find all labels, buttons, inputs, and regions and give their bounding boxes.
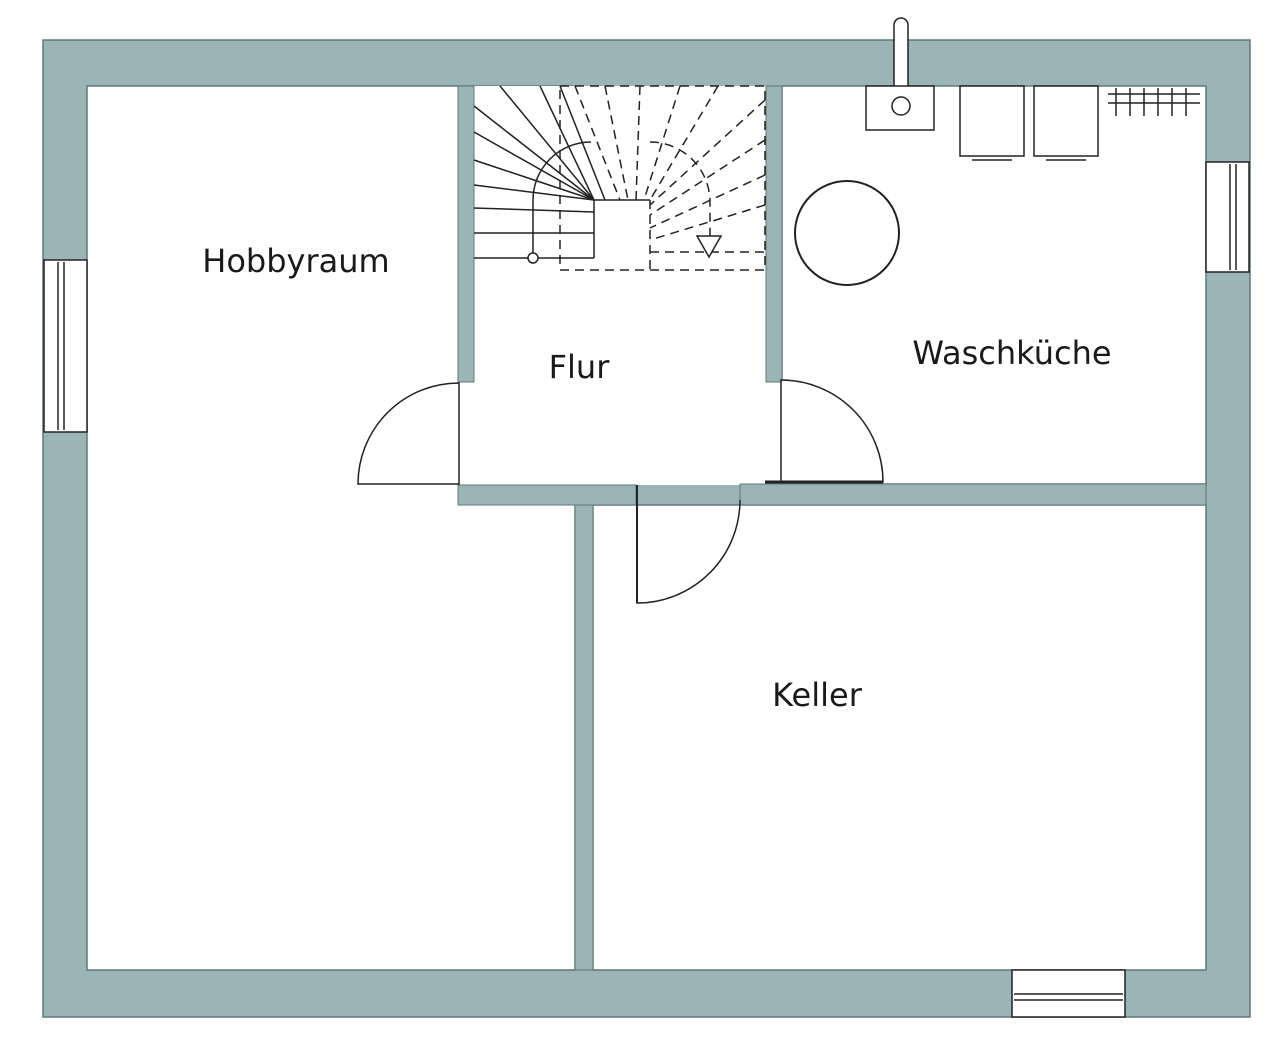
wall-hobby-flur [457, 85, 475, 383]
door-waschkueche [765, 379, 884, 484]
window-east [1205, 161, 1250, 273]
window-west [43, 259, 88, 433]
room-flur-corridor [459, 380, 781, 485]
dryer [1033, 85, 1099, 161]
wall-flur-wasch [765, 85, 783, 383]
wall-flur-bottom-right [739, 483, 1207, 506]
door-hobbyraum [357, 382, 460, 485]
label-keller: Keller [772, 676, 863, 714]
radiator-icon [1108, 88, 1200, 116]
water-tank [794, 180, 900, 286]
staircase [473, 85, 766, 271]
sink [865, 85, 935, 131]
wall-hobby-keller [574, 504, 594, 971]
label-hobbyraum: Hobbyraum [202, 242, 389, 280]
label-waschkueche: Waschküche [912, 334, 1111, 372]
room-keller-floor [592, 504, 1207, 971]
window-south [1011, 969, 1126, 1018]
label-flur: Flur [549, 348, 611, 386]
door-keller [636, 485, 741, 604]
wall-flur-bottom-left [457, 484, 637, 506]
washing-machine [959, 85, 1025, 161]
